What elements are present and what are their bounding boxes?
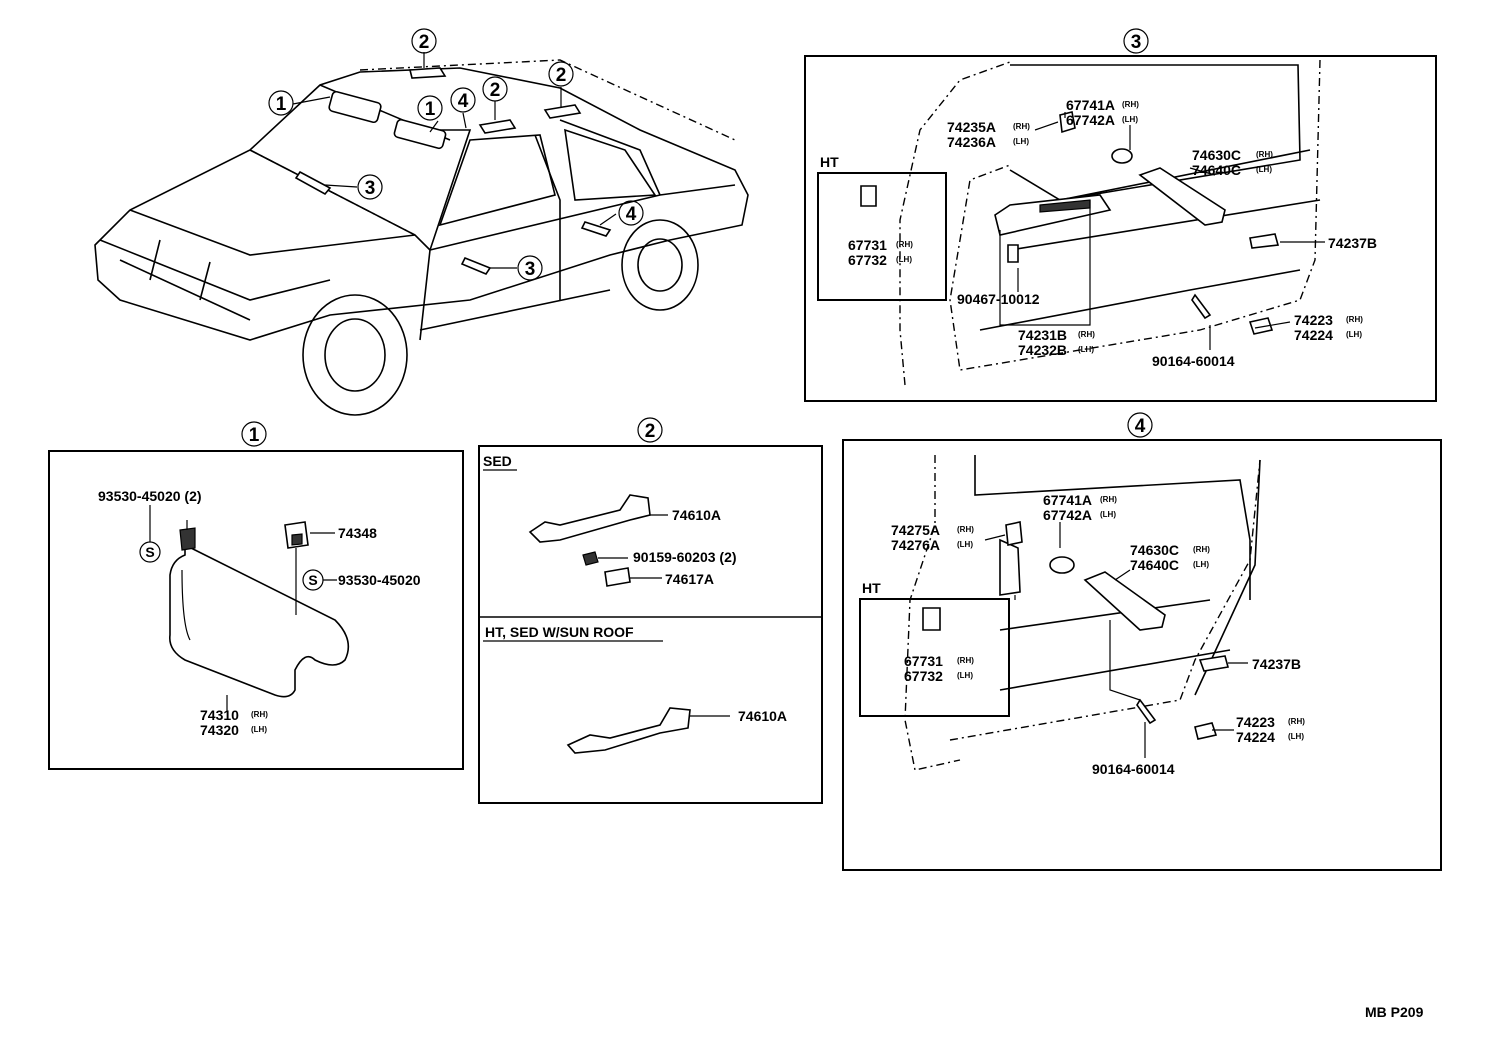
- p3-ht-lh-side: (LH): [896, 255, 912, 264]
- car-callouts: 2 1 1 4 2 2 3 4 3: [268, 28, 644, 281]
- p2-cap: 74617A: [665, 571, 714, 587]
- p4-cover-rh-side: (RH): [1288, 717, 1305, 726]
- panel-1-labels: 93530-45020 (2) 74348 93530-45020 74310 …: [98, 488, 421, 738]
- p1-screw-b: 93530-45020: [338, 572, 421, 588]
- callout-2a: 2: [419, 32, 430, 53]
- p4-bolt: 90164-60014: [1092, 761, 1175, 777]
- p3-cover-lh: 74224: [1294, 327, 1333, 343]
- panel-1-callout: 1: [249, 425, 260, 446]
- p3-escutcheon-lh: 67742A: [1066, 112, 1115, 128]
- p2-sunroof-label: HT, SED W/SUN ROOF: [485, 624, 634, 640]
- p4-reflector: 74237B: [1252, 656, 1301, 672]
- panel-2-callout: 2: [645, 421, 656, 442]
- p4-pull-lh-side: (LH): [1193, 560, 1209, 569]
- p3-ht-rh-side: (RH): [896, 240, 913, 249]
- panel-2: 2: [478, 417, 823, 804]
- p4-ht-lh: 67732: [904, 668, 943, 684]
- p4-cover-lh: 74224: [1236, 729, 1275, 745]
- p3-reflector: 74237B: [1328, 235, 1377, 251]
- p3-cover-rh: 74223: [1294, 312, 1333, 328]
- p1-visor-rh-side: (RH): [251, 710, 268, 719]
- p1-visor-rh: 74310: [200, 707, 239, 723]
- p3-escutcheon-rh: 67741A: [1066, 97, 1115, 113]
- p3-ht-rh: 67731: [848, 237, 887, 253]
- panel-4: 4: [842, 412, 1442, 871]
- p4-pull-rh: 74630C: [1130, 542, 1179, 558]
- p3-pull-lh: 74640C: [1192, 162, 1241, 178]
- panel-3: 3: [804, 28, 1437, 402]
- panel-4-labels: 74275A (RH) 74276A (LH) 67741A (RH) 6774…: [862, 492, 1305, 777]
- p2-screw: 90159-60203 (2): [633, 549, 737, 565]
- p3-pull-rh-side: (RH): [1256, 150, 1273, 159]
- p4-ht-lh-side: (LH): [957, 671, 973, 680]
- callout-4a: 4: [458, 91, 469, 112]
- footer-code: MB P209: [1365, 1004, 1424, 1020]
- p4-trim-lh-side: (LH): [957, 540, 973, 549]
- p1-visor-lh-side: (LH): [251, 725, 267, 734]
- callout-1a: 1: [276, 94, 287, 115]
- panel-2-labels: SED 74610A 90159-60203 (2) 74617A HT, SE…: [483, 453, 787, 724]
- p4-trim-lh: 74276A: [891, 537, 940, 553]
- p4-escutcheon-lh-side: (LH): [1100, 510, 1116, 519]
- p4-ht-rh: 67731: [904, 653, 943, 669]
- p3-cover-rh-side: (RH): [1346, 315, 1363, 324]
- callout-2b: 2: [490, 80, 501, 101]
- p2-grip-sunroof: 74610A: [738, 708, 787, 724]
- p1-visor-lh: 74320: [200, 722, 239, 738]
- p3-armrest-rh: 74231B: [1018, 327, 1067, 343]
- p3-ht-lh: 67732: [848, 252, 887, 268]
- p4-escutcheon-rh-side: (RH): [1100, 495, 1117, 504]
- p4-pull-rh-side: (RH): [1193, 545, 1210, 554]
- p4-escutcheon-rh: 67741A: [1043, 492, 1092, 508]
- panel-4-callout: 4: [1135, 416, 1146, 437]
- p3-pull-lh-side: (LH): [1256, 165, 1272, 174]
- p3-bolt: 90164-60014: [1152, 353, 1235, 369]
- p3-armrest-lh: 74232B: [1018, 342, 1067, 358]
- p4-trim-rh-side: (RH): [957, 525, 974, 534]
- callout-1b: 1: [425, 99, 436, 120]
- p3-trim-lh-side: (LH): [1013, 137, 1029, 146]
- callout-3b: 3: [525, 259, 536, 280]
- p3-trim-rh: 74235A: [947, 119, 996, 135]
- p1-s-mark-a: S: [145, 544, 154, 560]
- panel-3-callout: 3: [1131, 32, 1142, 53]
- car-overview: [94, 52, 749, 416]
- p1-holder: 74348: [338, 525, 377, 541]
- p3-trim-rh-side: (RH): [1013, 122, 1030, 131]
- p3-armrest-rh-side: (RH): [1078, 330, 1095, 339]
- p3-ht-label: HT: [820, 154, 839, 170]
- p4-cover-rh: 74223: [1236, 714, 1275, 730]
- panel-3-labels: 74235A (RH) 74236A (LH) 67741A (RH) 6774…: [820, 97, 1377, 369]
- p3-pull-rh: 74630C: [1192, 147, 1241, 163]
- p4-cover-lh-side: (LH): [1288, 732, 1304, 741]
- p4-pull-lh: 74640C: [1130, 557, 1179, 573]
- p4-escutcheon-lh: 67742A: [1043, 507, 1092, 523]
- p2-grip: 74610A: [672, 507, 721, 523]
- callout-2c: 2: [556, 65, 567, 86]
- p3-escutcheon-rh-side: (RH): [1122, 100, 1139, 109]
- callout-3a: 3: [365, 178, 376, 199]
- p3-trim-lh: 74236A: [947, 134, 996, 150]
- p4-trim-rh: 74275A: [891, 522, 940, 538]
- p4-ht-label: HT: [862, 580, 881, 596]
- p3-screw: 90467-10012: [957, 291, 1040, 307]
- p1-screw-a: 93530-45020 (2): [98, 488, 202, 504]
- p2-sed-label: SED: [483, 453, 512, 469]
- p1-s-mark-b: S: [308, 572, 317, 588]
- panel-1: 1 S S: [48, 421, 464, 770]
- callout-4b: 4: [626, 204, 637, 225]
- p3-cover-lh-side: (LH): [1346, 330, 1362, 339]
- p4-ht-rh-side: (RH): [957, 656, 974, 665]
- p3-escutcheon-lh-side: (LH): [1122, 115, 1138, 124]
- p3-armrest-lh-side: (LH): [1078, 345, 1094, 354]
